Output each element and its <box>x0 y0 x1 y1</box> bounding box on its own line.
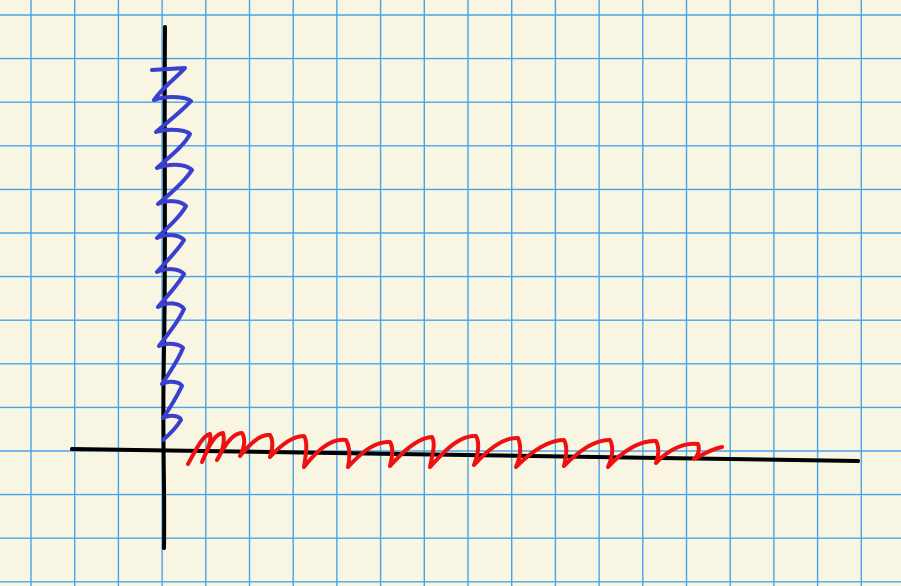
y-axis-line <box>161 25 167 550</box>
vertical-axis-blue-scribble <box>150 66 194 442</box>
x-axis-line <box>70 447 860 463</box>
horizontal-axis-red-scribble <box>186 431 724 469</box>
